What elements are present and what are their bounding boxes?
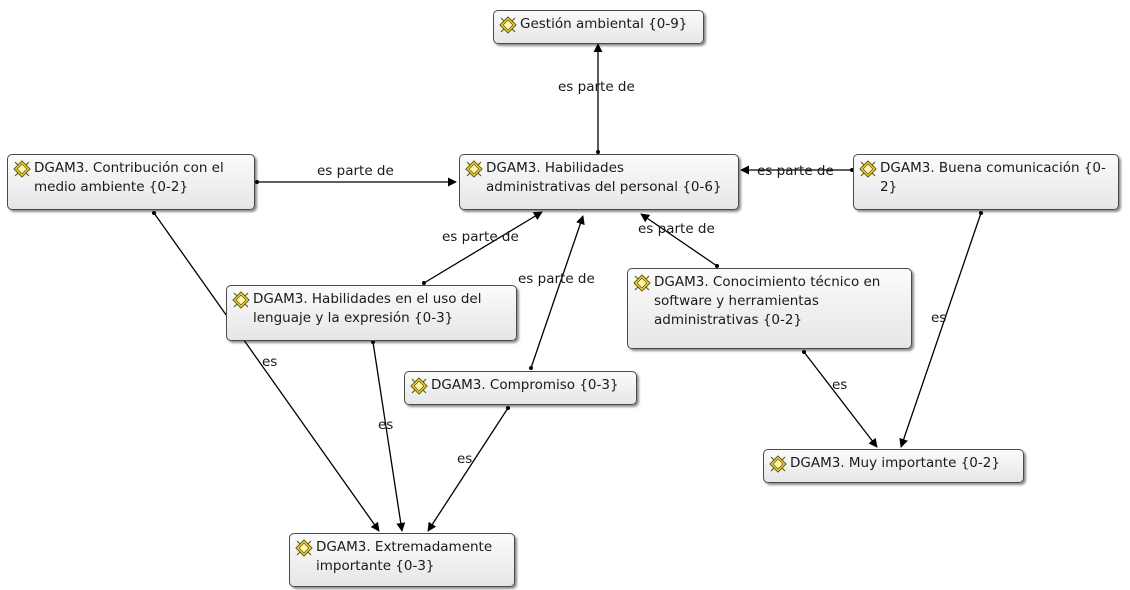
code-node-icon <box>13 160 31 178</box>
edge-label-parte-buena: es parte de <box>757 163 834 179</box>
node-lenguaje[interactable]: DGAM3. Habilidades en el uso del lenguaj… <box>226 285 517 341</box>
code-node-icon <box>465 160 483 178</box>
node-habilidades-administrativas[interactable]: DGAM3. Habilidades administrativas del p… <box>459 154 739 210</box>
code-node-icon <box>633 274 651 292</box>
code-node-icon <box>769 455 787 473</box>
edge-buena-to-muy <box>899 212 982 448</box>
node-label: DGAM3. Extremadamente importante {0-3} <box>316 539 493 574</box>
edge-conocimiento-to-muy <box>803 351 878 448</box>
edge-compromiso-to-habilidades <box>530 215 585 369</box>
node-conocimiento-tecnico[interactable]: DGAM3. Conocimiento técnico en software … <box>627 268 912 349</box>
edge-label-parte-conocimiento: es parte de <box>638 221 715 237</box>
node-label: DGAM3. Habilidades en el uso del lenguaj… <box>253 291 482 326</box>
node-gestion-ambiental[interactable]: Gestión ambiental {0-9} <box>493 10 704 44</box>
code-node-icon <box>295 539 313 557</box>
node-label: DGAM3. Habilidades administrativas del p… <box>486 160 722 195</box>
node-contribucion[interactable]: DGAM3. Contribución con el medio ambient… <box>7 154 255 210</box>
edge-label-es-conocimiento: es <box>832 377 848 393</box>
edge-label-parte-lenguaje: es parte de <box>442 229 519 245</box>
node-label: DGAM3. Conocimiento técnico en software … <box>654 274 881 328</box>
edge-label-es-contribucion: es <box>262 354 278 370</box>
node-label: DGAM3. Muy importante {0-2} <box>790 455 1000 471</box>
edge-label-parte-gestion: es parte de <box>558 79 635 95</box>
node-compromiso[interactable]: DGAM3. Compromiso {0-3} <box>404 371 637 405</box>
node-label: Gestión ambiental {0-9} <box>520 16 688 32</box>
edge-label-parte-contribucion: es parte de <box>317 163 394 179</box>
code-node-icon <box>410 377 428 395</box>
edge-label-parte-compromiso: es parte de <box>518 271 595 287</box>
node-label: DGAM3. Buena comunicación {0-2} <box>880 160 1106 195</box>
edge-label-es-lenguaje: es <box>378 417 394 433</box>
edge-contribucion-to-extremadamente <box>153 212 380 532</box>
node-label: DGAM3. Compromiso {0-3} <box>431 377 619 393</box>
code-node-icon <box>859 160 877 178</box>
node-extremadamente-importante[interactable]: DGAM3. Extremadamente importante {0-3} <box>289 533 515 587</box>
node-buena-comunicacion[interactable]: DGAM3. Buena comunicación {0-2} <box>853 154 1119 210</box>
node-muy-importante[interactable]: DGAM3. Muy importante {0-2} <box>763 449 1024 483</box>
code-node-icon <box>499 16 517 34</box>
edge-lenguaje-to-extremadamente <box>372 341 406 532</box>
edge-compromiso-to-extremadamente <box>427 407 509 532</box>
edge-label-es-buena: es <box>931 310 947 326</box>
edge-label-es-compromiso: es <box>457 451 473 467</box>
code-node-icon <box>232 291 250 309</box>
node-label: DGAM3. Contribución con el medio ambient… <box>34 160 224 195</box>
